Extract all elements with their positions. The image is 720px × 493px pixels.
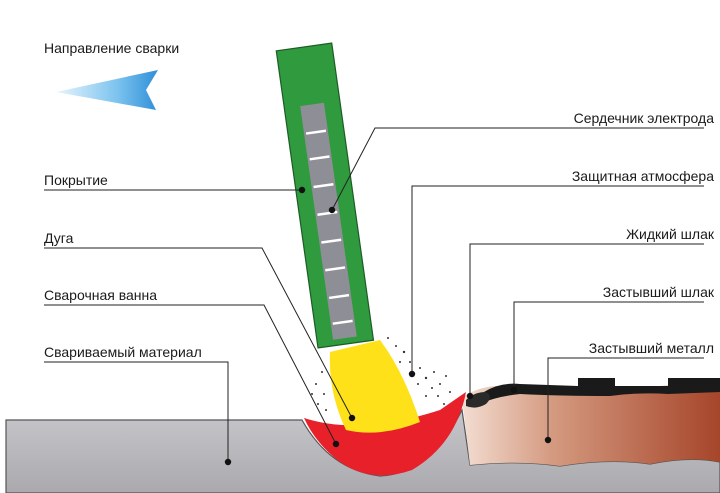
direction-arrow-icon [56,70,158,110]
electrode [275,42,375,349]
arc [329,340,420,433]
liquid-slag-label: Жидкий шлак [626,226,714,242]
electrode-core-label: Сердечник электрода [573,110,714,126]
leader-dots [224,186,552,466]
leader-lines [44,127,704,462]
shield-gas-particles [311,337,451,411]
electrode-core [300,102,357,340]
base-material-label: Свариваемый материал [44,344,202,360]
solidified-slag [484,378,720,402]
solid-metal-label: Застывший металл [588,340,714,356]
arc-label: Дуга [44,230,74,246]
coating-label: Покрытие [44,172,108,188]
solid-slag-label: Застывший шлак [602,284,714,300]
shield-gas-label: Защитная атмосфера [571,168,714,184]
direction-label: Направление сварки [44,40,180,56]
solidified-metal [462,384,720,466]
weld-pool-label: Сварочная ванна [44,287,158,303]
weld-pool [304,392,466,476]
